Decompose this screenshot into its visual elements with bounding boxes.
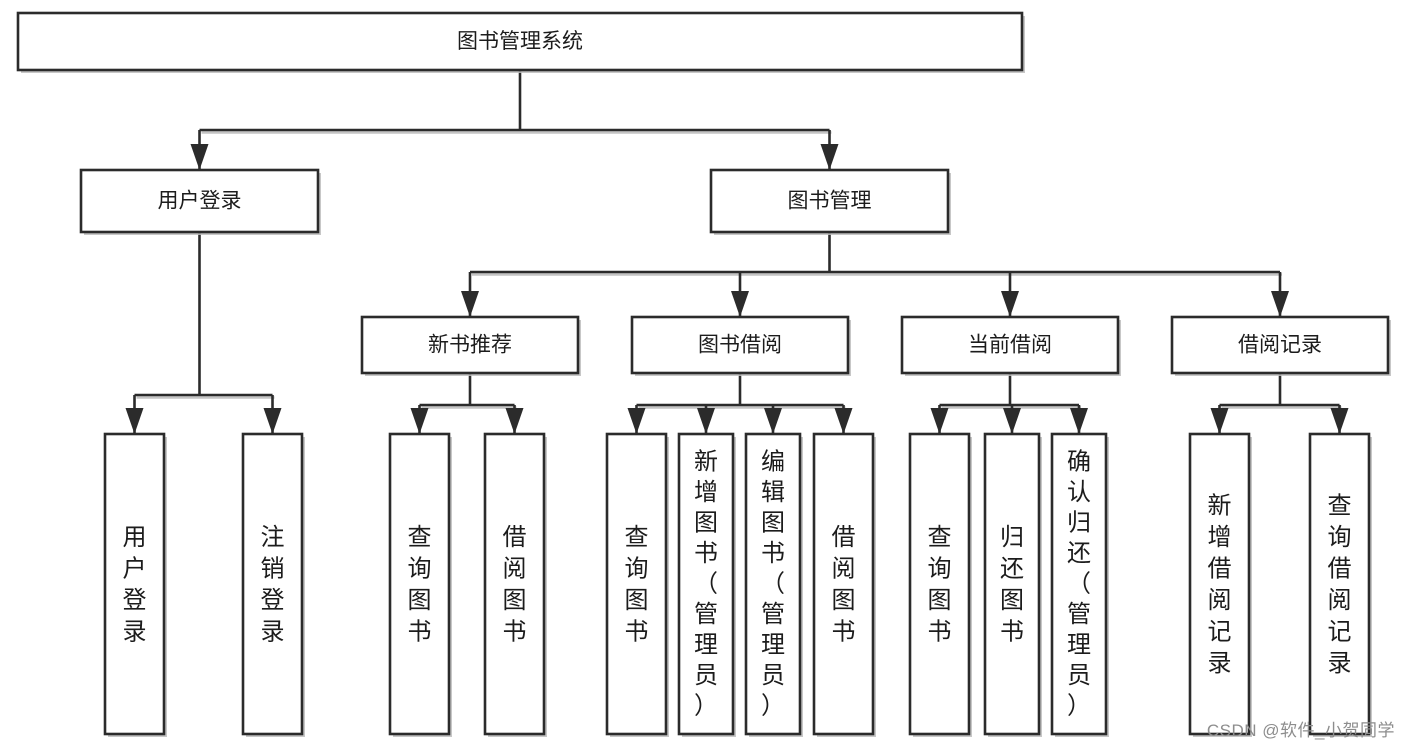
node-box[interactable] [483,432,546,736]
node-leaf-logout-login[interactable]: 注销登录 [241,432,305,737]
node-box[interactable] [360,315,580,375]
node-leaf-query-record[interactable]: 查询借阅记录 [1308,432,1372,737]
node-box[interactable] [677,432,735,736]
node-box[interactable] [388,432,451,736]
csdn-watermark: CSDN @软件_小贺同学 [1206,721,1395,740]
node-leaf-query-book-2[interactable]: 查询图书 [605,432,669,737]
node-box[interactable] [908,432,971,736]
node-label: 借阅图书 [503,524,527,646]
node-label: 新书推荐 [428,334,512,357]
node-label: 当前借阅 [968,334,1052,357]
node-box[interactable] [1170,315,1390,375]
node-box[interactable] [983,432,1041,736]
node-label: 图书管理 [788,190,872,213]
node-label: 新增图书（管理员） [694,449,718,720]
node-label: 借阅图书 [832,524,856,646]
node-label: 注销登录 [261,524,285,646]
node-leaf-query-book-3[interactable]: 查询图书 [908,432,972,737]
node-new-book-recommend[interactable]: 新书推荐 [360,315,581,376]
node-box[interactable] [744,432,802,736]
node-label: 查询借阅记录 [1328,492,1352,677]
node-label: 借阅记录 [1238,334,1322,357]
node-label: 图书借阅 [698,334,782,357]
node-box[interactable] [241,432,304,736]
node-label: 编辑图书（管理员） [761,449,785,720]
node-label: 新增借阅记录 [1208,492,1232,677]
node-book-manage[interactable]: 图书管理 [709,168,951,235]
node-box[interactable] [1308,432,1371,736]
node-current-borrow[interactable]: 当前借阅 [900,315,1121,376]
node-book-borrow[interactable]: 图书借阅 [630,315,851,376]
node-user-login[interactable]: 用户登录 [79,168,321,235]
node-borrow-record[interactable]: 借阅记录 [1170,315,1391,376]
node-box[interactable] [630,315,850,375]
node-box[interactable] [79,168,320,234]
connector-layer [125,70,1349,434]
node-box[interactable] [1188,432,1251,736]
node-label: 归还图书 [1000,524,1024,646]
node-box[interactable] [900,315,1120,375]
node-root[interactable]: 图书管理系统 [16,11,1025,73]
node-leaf-user-login[interactable]: 用户登录 [103,432,167,737]
node-leaf-add-book[interactable]: 新增图书（管理员） [677,432,736,737]
node-leaf-add-record[interactable]: 新增借阅记录 [1188,432,1252,737]
node-leaf-edit-book[interactable]: 编辑图书（管理员） [744,432,803,737]
node-box[interactable] [103,432,166,736]
node-box[interactable] [709,168,950,234]
node-leaf-confirm-return[interactable]: 确认归还（管理员） [1050,432,1109,737]
node-leaf-query-book-1[interactable]: 查询图书 [388,432,452,737]
node-label: 查询图书 [928,524,952,646]
node-box[interactable] [1050,432,1108,736]
node-label: 确认归还（管理员） [1067,449,1091,720]
node-label: 图书管理系统 [457,30,583,53]
node-leaf-borrow-book-1[interactable]: 借阅图书 [483,432,547,737]
node-label: 用户登录 [158,190,242,213]
node-leaf-borrow-book-2[interactable]: 借阅图书 [812,432,876,737]
node-label: 查询图书 [408,524,432,646]
node-leaf-return-book[interactable]: 归还图书 [983,432,1042,737]
node-box[interactable] [605,432,668,736]
node-box[interactable] [812,432,875,736]
node-label: 查询图书 [625,524,649,646]
node-layer: 图书管理系统用户登录图书管理新书推荐图书借阅当前借阅借阅记录用户登录注销登录查询… [16,11,1391,737]
node-box[interactable] [16,11,1024,72]
node-label: 用户登录 [123,524,147,646]
